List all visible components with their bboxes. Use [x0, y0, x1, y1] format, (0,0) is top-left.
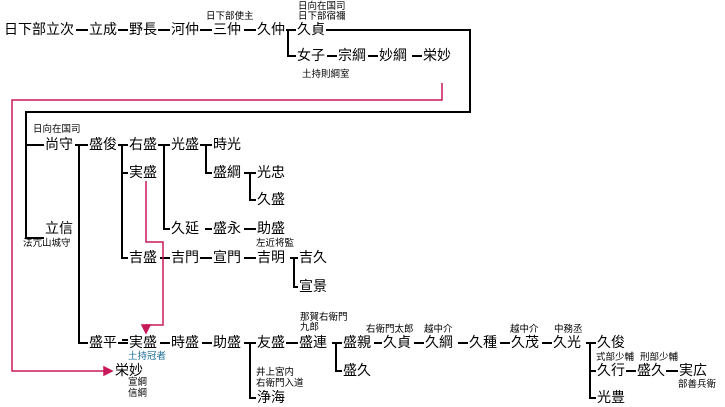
person-node: 実盛	[128, 165, 158, 181]
person-node: 光豊	[596, 390, 626, 406]
person-node: 久貞	[296, 22, 326, 38]
person-node: 時盛	[170, 335, 200, 351]
person-node: 盛連	[298, 335, 328, 351]
note: 右衛門入道	[256, 378, 304, 389]
note: 宣綱	[128, 377, 148, 388]
person-node: 野長	[128, 22, 158, 38]
person-node: 助盛	[212, 335, 242, 351]
note: 左近将監	[256, 238, 295, 249]
note: 土持則綱室	[302, 69, 350, 80]
person-node: 光忠	[256, 165, 286, 181]
person-node: 盛永	[212, 221, 242, 237]
person-node: 盛綱	[212, 165, 242, 181]
note: 部善兵衛	[678, 379, 717, 390]
person-node: 宣門	[212, 250, 242, 266]
person-node: 実盛	[128, 335, 158, 351]
note: 日向在国司	[298, 1, 346, 12]
person-node: 友盛	[256, 335, 286, 351]
person-node: 盛久	[636, 363, 666, 379]
person-node: 時光	[212, 137, 242, 153]
person-node: 実広	[678, 363, 708, 379]
person-node: 久延	[170, 221, 200, 237]
person-node: 尚守	[44, 137, 74, 153]
person-node: 久盛	[256, 192, 286, 208]
person-node: 右盛	[128, 137, 158, 153]
person-node: 助盛	[256, 221, 286, 237]
note: 中務丞	[554, 324, 583, 335]
note: 井上宮内	[256, 367, 295, 378]
note: 右衛門太郎	[366, 324, 414, 335]
person-node: 女子	[296, 48, 326, 64]
note: 越中介	[510, 324, 539, 335]
note: 那賀右衛門	[300, 312, 348, 323]
person-node: 栄妙	[114, 363, 144, 379]
note: 刑部少輔	[640, 352, 679, 363]
person-node: 吉門	[170, 250, 200, 266]
person-node: 立成	[88, 22, 118, 38]
person-node: 宗綱	[337, 48, 367, 64]
marriage-link	[11, 83, 443, 377]
person-node: 久種	[468, 335, 498, 351]
person-node: 盛久	[342, 363, 372, 379]
note: 越中介	[424, 324, 453, 335]
note: 日下部使主	[206, 11, 254, 22]
note: 法亢山城守	[23, 238, 71, 249]
person-node: 吉盛	[128, 250, 158, 266]
person-node: 三仲	[212, 22, 242, 38]
note: 九郎	[300, 322, 320, 333]
person-node: 久行	[596, 363, 626, 379]
lineage-connectors	[25, 29, 678, 399]
person-node: 光盛	[170, 137, 200, 153]
person-node: 久仲	[256, 22, 286, 38]
person-node: 盛俊	[88, 137, 118, 153]
person-node: 立信	[44, 221, 74, 237]
person-node: 久俊	[596, 335, 626, 351]
person-node: 河仲	[170, 22, 200, 38]
person-node: 吉久	[298, 250, 328, 266]
person-node: 日下部立次	[3, 22, 75, 38]
note: 式部少輔	[596, 352, 635, 363]
person-node: 久光	[552, 335, 582, 351]
person-node: 久貞	[382, 335, 412, 351]
person-node: 宣景	[298, 279, 328, 295]
person-node: 久綱	[424, 335, 454, 351]
note: 土持冠者	[128, 351, 167, 362]
person-node: 久茂	[510, 335, 540, 351]
person-node: 盛平	[88, 335, 118, 351]
person-node: 吉明	[256, 250, 286, 266]
person-node: 浄海	[256, 390, 286, 406]
note: 信綱	[128, 388, 148, 399]
person-node: 栄妙	[422, 48, 452, 64]
person-node: 盛親	[342, 335, 372, 351]
note: 日向在国司	[33, 124, 81, 135]
note: 日下部宿禰	[298, 11, 346, 22]
person-node: 妙綱	[378, 48, 408, 64]
